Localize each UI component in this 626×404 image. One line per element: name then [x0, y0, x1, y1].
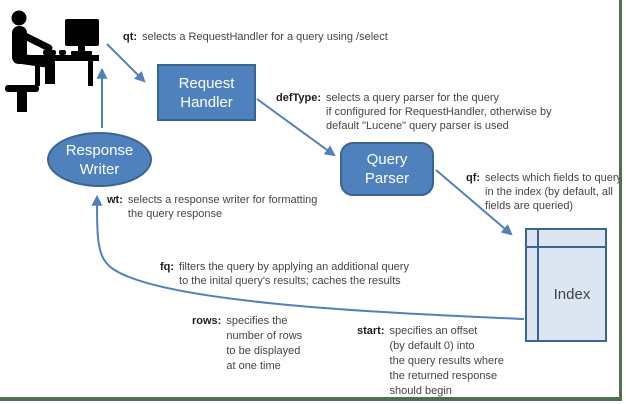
- qt-arrow: [106, 43, 146, 83]
- request-handler-node: Request Handler: [157, 64, 256, 121]
- annotation-line: if configured for RequestHandler, otherw…: [326, 106, 552, 118]
- response-writer-node: Response Writer: [47, 132, 152, 187]
- index-vertical-rule: [537, 230, 539, 340]
- annotation-line: (by default 0) into: [389, 340, 475, 352]
- annotation-rows: rows: specifies the number of rows to be…: [192, 314, 302, 374]
- annotation-text: selects a RequestHandler for a query usi…: [142, 30, 388, 44]
- annotation-line: specifies the: [226, 315, 288, 327]
- annotation-line: the query results where: [389, 355, 504, 367]
- annotation-text: filters the query by applying an additio…: [179, 260, 409, 288]
- annotation-fq: fq: filters the query by applying an add…: [160, 260, 409, 288]
- annotation-line: default "Lucene" query parser is used: [326, 120, 509, 132]
- annotation-qf: qf: selects which fields to query in the…: [466, 171, 622, 213]
- annotation-line: to the inital query's results; caches th…: [179, 275, 401, 287]
- annotation-line: should begin: [389, 385, 452, 397]
- frame-right-border: [619, 0, 622, 401]
- annotation-line: selects a RequestHandler for a query usi…: [142, 31, 388, 43]
- annotation-qt: qt: selects a RequestHandler for a query…: [123, 30, 388, 44]
- param-qt: qt:: [123, 31, 138, 43]
- annotation-text: selects a response writer for formatting…: [128, 193, 318, 221]
- node-label: Handler: [180, 93, 233, 111]
- annotation-line: at one time: [226, 360, 281, 372]
- node-label: Query: [366, 151, 408, 168]
- annotation-line: to be displayed: [226, 345, 301, 357]
- annotation-line: selects which fields to query: [485, 172, 622, 184]
- index-horizontal-rule: [527, 246, 605, 248]
- index-to-response-writer-curve: [91, 194, 525, 320]
- annotation-line: number of rows: [226, 330, 303, 342]
- annotation-line: selects a response writer for formatting: [127, 194, 318, 206]
- param-qf: qf:: [466, 172, 481, 184]
- index-label: Index: [553, 285, 591, 303]
- annotation-line: the query response: [127, 208, 223, 220]
- node-label: Parser: [364, 170, 410, 187]
- param-fq: fq:: [160, 261, 175, 273]
- param-wt: wt:: [107, 194, 123, 206]
- annotation-line: selects a query parser for the query: [326, 92, 500, 104]
- annotation-line: filters the query by applying an additio…: [179, 261, 409, 273]
- param-deftype: defType:: [276, 92, 322, 104]
- annotation-wt: wt: selects a response writer for format…: [107, 193, 317, 221]
- node-label: Request: [178, 74, 235, 92]
- annotation-line: in the index (by default, all: [485, 186, 613, 198]
- annotation-text: selects a query parser for the query if …: [326, 91, 552, 133]
- user-at-computer-icon: [5, 10, 99, 112]
- annotation-line: the returned response: [389, 370, 498, 382]
- param-rows: rows:: [192, 315, 222, 327]
- annotation-line: fields are queried): [485, 200, 574, 212]
- node-label: Writer: [79, 160, 120, 178]
- annotation-start: start: specifies an offset (by default 0…: [357, 324, 504, 399]
- annotation-deftype: defType: selects a query parser for the …: [276, 91, 552, 133]
- annotation-text: specifies an offset (by default 0) into …: [390, 324, 504, 399]
- annotation-line: specifies an offset: [389, 325, 478, 337]
- query-parser-node: Query Parser: [340, 142, 434, 196]
- annotation-text: selects which fields to query in the ind…: [485, 171, 622, 213]
- param-start: start:: [357, 325, 385, 337]
- annotation-text: specifies the number of rows to be displ…: [226, 314, 302, 374]
- index-node: Index: [525, 228, 607, 342]
- frame-bottom-border: [0, 397, 622, 401]
- node-label: Response: [65, 141, 134, 159]
- qf-arrow: [435, 169, 513, 236]
- deftype-arrow: [256, 98, 336, 157]
